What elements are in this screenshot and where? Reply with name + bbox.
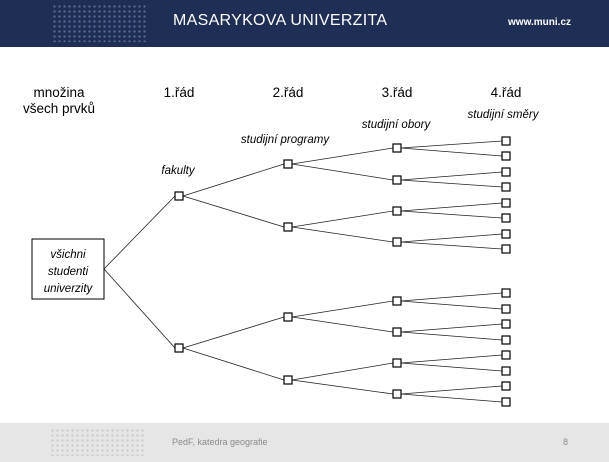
- slide-footer: PedF, katedra geografie 8: [0, 423, 609, 462]
- edge-level3-to-level4: [400, 233, 503, 243]
- study-specialization-node: [501, 198, 511, 208]
- edge-level2-to-level3: [291, 316, 394, 333]
- edge-level3-to-level4: [400, 362, 503, 372]
- edge-level2-to-level3: [291, 300, 394, 318]
- study-specialization-node: [501, 288, 511, 298]
- edge-level3-to-level4: [400, 202, 503, 212]
- root-node-box: [31, 238, 105, 300]
- level-name-study-fields: studijní obory: [362, 119, 432, 131]
- slide-header: MASARYKOVA UNIVERZITA www.muni.cz: [0, 0, 609, 47]
- tree-edges: [103, 140, 503, 403]
- study-program-node: [283, 312, 293, 322]
- university-title: MASARYKOVA UNIVERZITA: [173, 12, 388, 29]
- study-field-node: [392, 358, 402, 368]
- column-heading-order-3: 3.řád: [382, 85, 413, 100]
- column-heading-set-line1: množina: [33, 85, 85, 100]
- study-specialization-node: [501, 182, 511, 192]
- study-field-node: [392, 296, 402, 306]
- study-specialization-node: [501, 151, 511, 161]
- root-node-label-line1: všichni: [50, 249, 86, 261]
- level-name-faculties: fakulty: [161, 165, 195, 177]
- root-node-label-line2: studenti: [48, 266, 89, 278]
- edge-level2-to-level3: [291, 163, 394, 181]
- edge-level3-to-level4: [400, 300, 503, 310]
- study-program-node: [283, 375, 293, 385]
- footer-department: PedF, katedra geografie: [172, 437, 268, 447]
- column-heading-set-line2: všech prvků: [23, 101, 95, 116]
- study-specialization-node: [501, 381, 511, 391]
- header-dot-pattern: [52, 4, 147, 42]
- study-specialization-node: [501, 213, 511, 223]
- study-field-node: [392, 143, 402, 153]
- edge-level3-to-level4: [400, 292, 503, 302]
- column-heading-order-2: 2.řád: [273, 85, 304, 100]
- study-specialization-node: [501, 350, 511, 360]
- study-program-node: [283, 159, 293, 169]
- faculty-node: [174, 343, 184, 353]
- study-specialization-node: [501, 136, 511, 146]
- edge-level3-to-level4: [400, 210, 503, 219]
- level-name-study-programs: studijní programy: [241, 134, 330, 146]
- edge-level1-to-level2: [182, 316, 285, 349]
- edge-level3-to-level4: [400, 393, 503, 403]
- study-specialization-node: [501, 335, 511, 345]
- study-field-node: [392, 327, 402, 337]
- website-url[interactable]: www.muni.cz: [508, 17, 571, 28]
- edge-level1-to-level2: [182, 195, 285, 228]
- column-heading-order-1: 1.řád: [164, 85, 195, 100]
- study-field-node: [392, 389, 402, 399]
- level-name-study-specializations: studijní směry: [468, 109, 540, 121]
- study-program-node: [283, 222, 293, 232]
- study-field-node: [392, 206, 402, 216]
- edge-level1-to-level2: [182, 347, 285, 381]
- study-field-node: [392, 175, 402, 185]
- edge-root-to-faculty-2: [103, 268, 176, 349]
- edge-level3-to-level4: [400, 147, 503, 157]
- hierarchy-tree-diagram: množina všech prvků 1.řád 2.řád 3.řád 4.…: [23, 85, 540, 407]
- edge-level2-to-level3: [291, 147, 394, 165]
- study-specialization-node: [501, 304, 511, 314]
- edge-level2-to-level3: [291, 210, 394, 228]
- edge-level3-to-level4: [400, 323, 503, 333]
- edge-level1-to-level2: [182, 163, 285, 197]
- edge-level2-to-level3: [291, 379, 394, 395]
- study-specialization-node: [501, 167, 511, 177]
- study-specialization-node: [501, 319, 511, 329]
- edge-level3-to-level4: [400, 241, 503, 250]
- edge-level2-to-level3: [291, 362, 394, 381]
- edge-level3-to-level4: [400, 331, 503, 341]
- study-specialization-node: [501, 244, 511, 254]
- root-node-label-line3: univerzity: [44, 283, 94, 295]
- study-specialization-node: [501, 397, 511, 407]
- edge-level3-to-level4: [400, 179, 503, 188]
- footer-dot-pattern: [50, 428, 145, 456]
- edge-level3-to-level4: [400, 171, 503, 181]
- edge-root-to-faculty-1: [103, 195, 176, 270]
- edge-level2-to-level3: [291, 226, 394, 243]
- study-specialization-node: [501, 229, 511, 239]
- study-specialization-node: [501, 366, 511, 376]
- faculty-node: [174, 191, 184, 201]
- study-field-node: [392, 237, 402, 247]
- tree-nodes: [174, 136, 511, 407]
- edge-level3-to-level4: [400, 354, 503, 364]
- edge-level3-to-level4: [400, 140, 503, 149]
- column-heading-order-4: 4.řád: [491, 85, 522, 100]
- page-number: 8: [563, 437, 569, 447]
- edge-level3-to-level4: [400, 385, 503, 395]
